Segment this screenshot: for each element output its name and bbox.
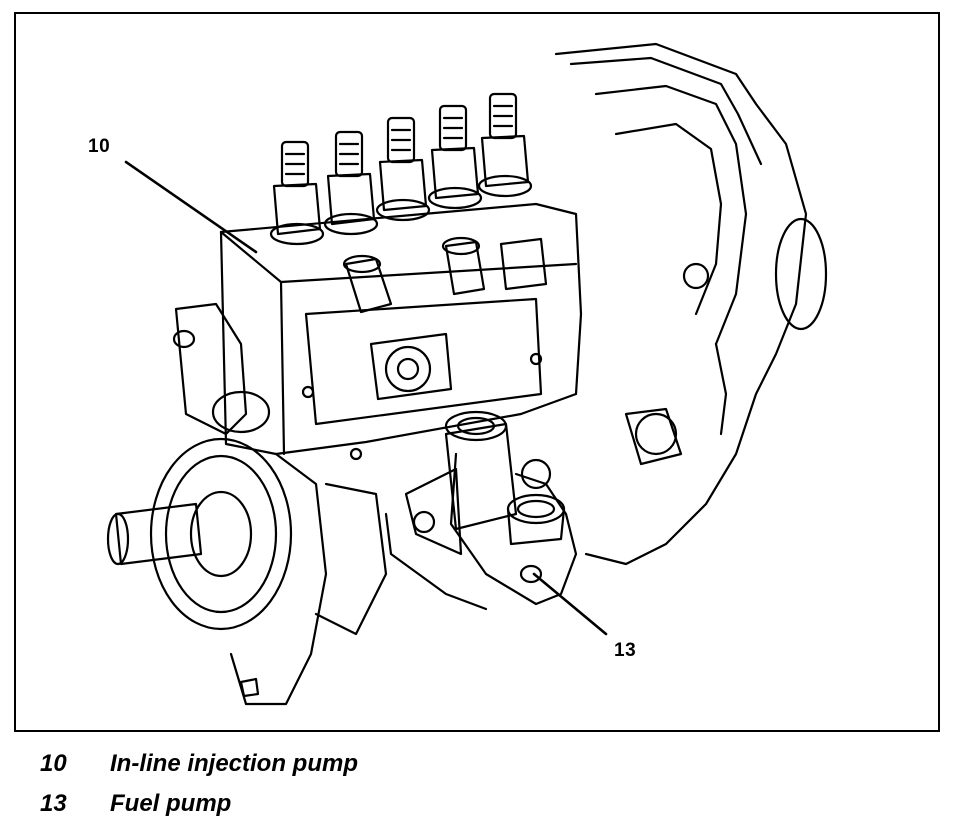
legend-label: In-line injection pump xyxy=(110,750,358,777)
legend: 10 In-line injection pump 13 Fuel pump xyxy=(40,750,920,830)
legend-number: 13 xyxy=(40,790,67,817)
delivery-valve-3 xyxy=(375,116,431,222)
legend-item: 10 In-line injection pump xyxy=(40,750,920,790)
leader-line-13 xyxy=(532,572,608,636)
legend-label: Fuel pump xyxy=(110,790,232,817)
legend-number: 10 xyxy=(40,750,67,777)
legend-item: 13 Fuel pump xyxy=(40,790,920,830)
governor-housing xyxy=(554,42,828,566)
delivery-valve-1 xyxy=(269,140,325,246)
drive-flange xyxy=(106,302,388,706)
delivery-valve-4 xyxy=(427,104,483,210)
delivery-valves xyxy=(269,92,533,246)
delivery-valve-5 xyxy=(477,92,533,198)
callout-10: 10 xyxy=(88,136,111,157)
fuel-pump xyxy=(384,410,578,611)
injection-pump-body xyxy=(219,202,583,461)
delivery-valve-2 xyxy=(323,130,379,236)
callout-13: 13 xyxy=(614,640,637,661)
pump-diagram: 10 13 xyxy=(14,12,940,732)
pump-illustration xyxy=(106,42,828,706)
leader-line-10 xyxy=(124,160,258,254)
leader-lines xyxy=(124,160,608,636)
side-fitting xyxy=(624,407,683,466)
